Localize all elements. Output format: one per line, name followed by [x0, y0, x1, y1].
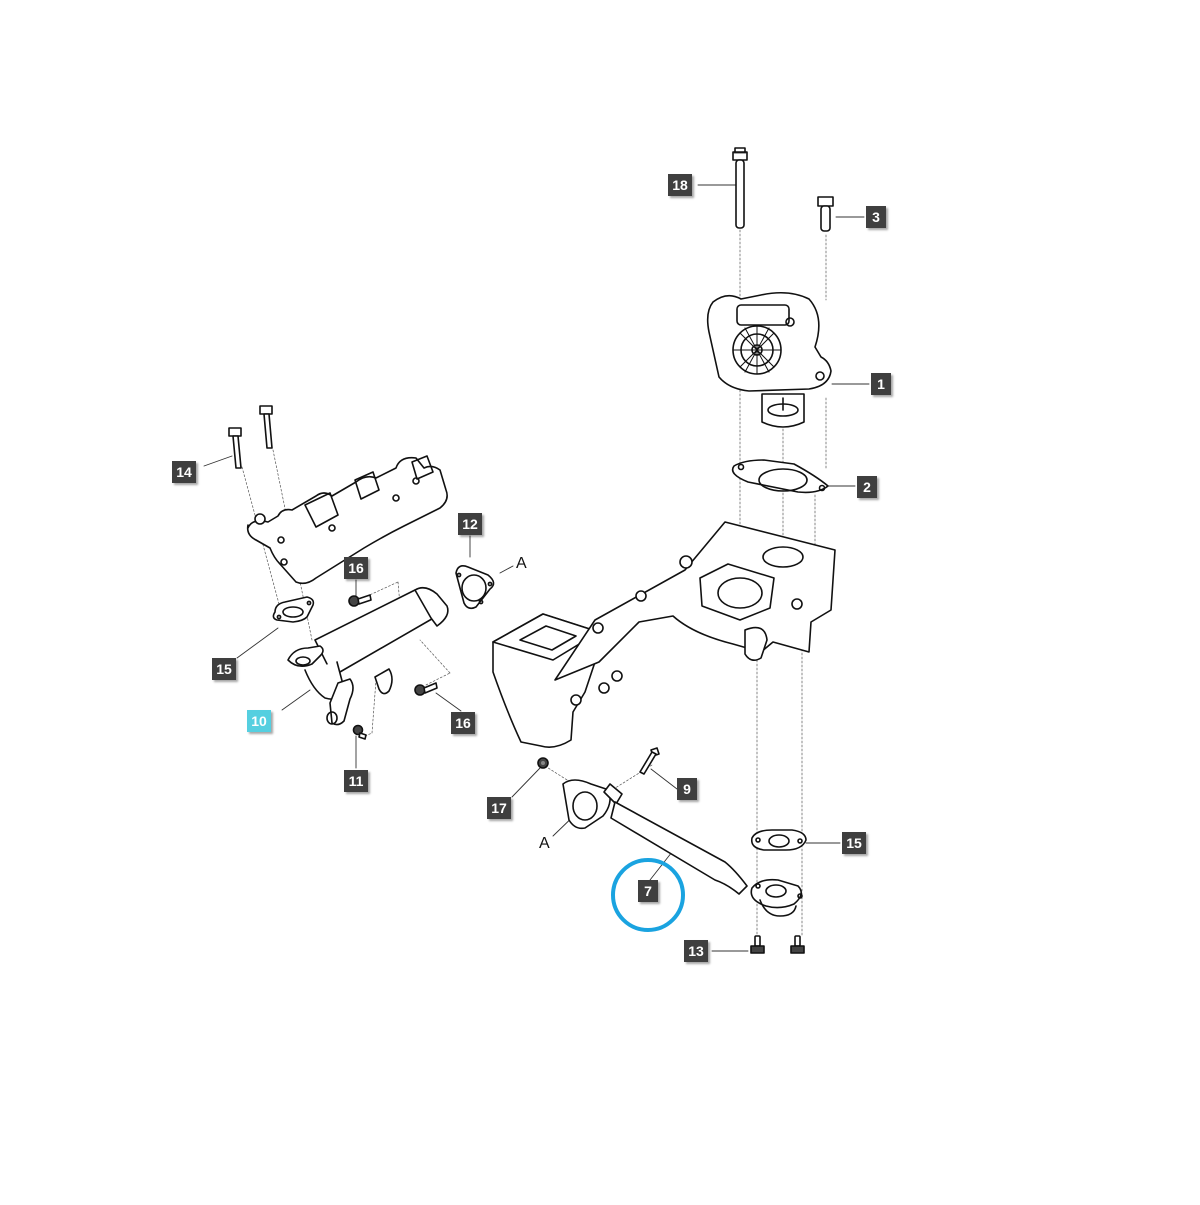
callout-15-right[interactable]: 15	[842, 832, 866, 854]
nut-17-drawing	[537, 757, 549, 769]
egr-pipe-drawing	[562, 779, 803, 917]
gasket-15-left-drawing	[272, 596, 315, 623]
callout-9[interactable]: 9	[677, 778, 697, 800]
bolt-9-drawing	[639, 747, 660, 775]
callout-15-left[interactable]: 15	[212, 658, 236, 680]
exhaust-manifold-drawing	[246, 455, 448, 585]
bolt-11-drawing	[352, 724, 367, 740]
egr-cooler-drawing	[287, 586, 449, 726]
bolt-3-drawing	[817, 196, 834, 232]
gasket-2-drawing	[731, 459, 829, 494]
callout-14[interactable]: 14	[172, 461, 196, 483]
bolt-18-drawing	[732, 147, 748, 229]
callout-3[interactable]: 3	[866, 206, 886, 228]
callout-7-selected[interactable]: 7	[638, 880, 658, 902]
bolt-13-drawing	[750, 935, 805, 954]
bolt-16-lower-drawing	[414, 682, 438, 696]
gasket-12-drawing	[455, 565, 495, 610]
callout-18[interactable]: 18	[668, 174, 692, 196]
callout-1[interactable]: 1	[871, 373, 891, 395]
gasket-15-right-drawing	[750, 829, 807, 851]
callout-16-lower[interactable]: 16	[451, 712, 475, 734]
reference-letter-a-upper: A	[516, 555, 527, 572]
egr-valve-drawing	[706, 291, 832, 428]
callout-12[interactable]: 12	[458, 513, 482, 535]
callout-16-upper[interactable]: 16	[344, 557, 368, 579]
callout-11[interactable]: 11	[344, 770, 368, 792]
callout-17[interactable]: 17	[487, 797, 511, 819]
leader-lines	[203, 184, 870, 952]
callout-13[interactable]: 13	[684, 940, 708, 962]
callout-10-highlighted[interactable]: 10	[247, 710, 271, 732]
intake-manifold-drawing	[492, 521, 836, 748]
callout-2[interactable]: 2	[857, 476, 877, 498]
bolt-16-upper-drawing	[348, 594, 372, 607]
reference-letter-a-lower: A	[539, 835, 550, 852]
bolt-14-drawing	[228, 405, 273, 469]
